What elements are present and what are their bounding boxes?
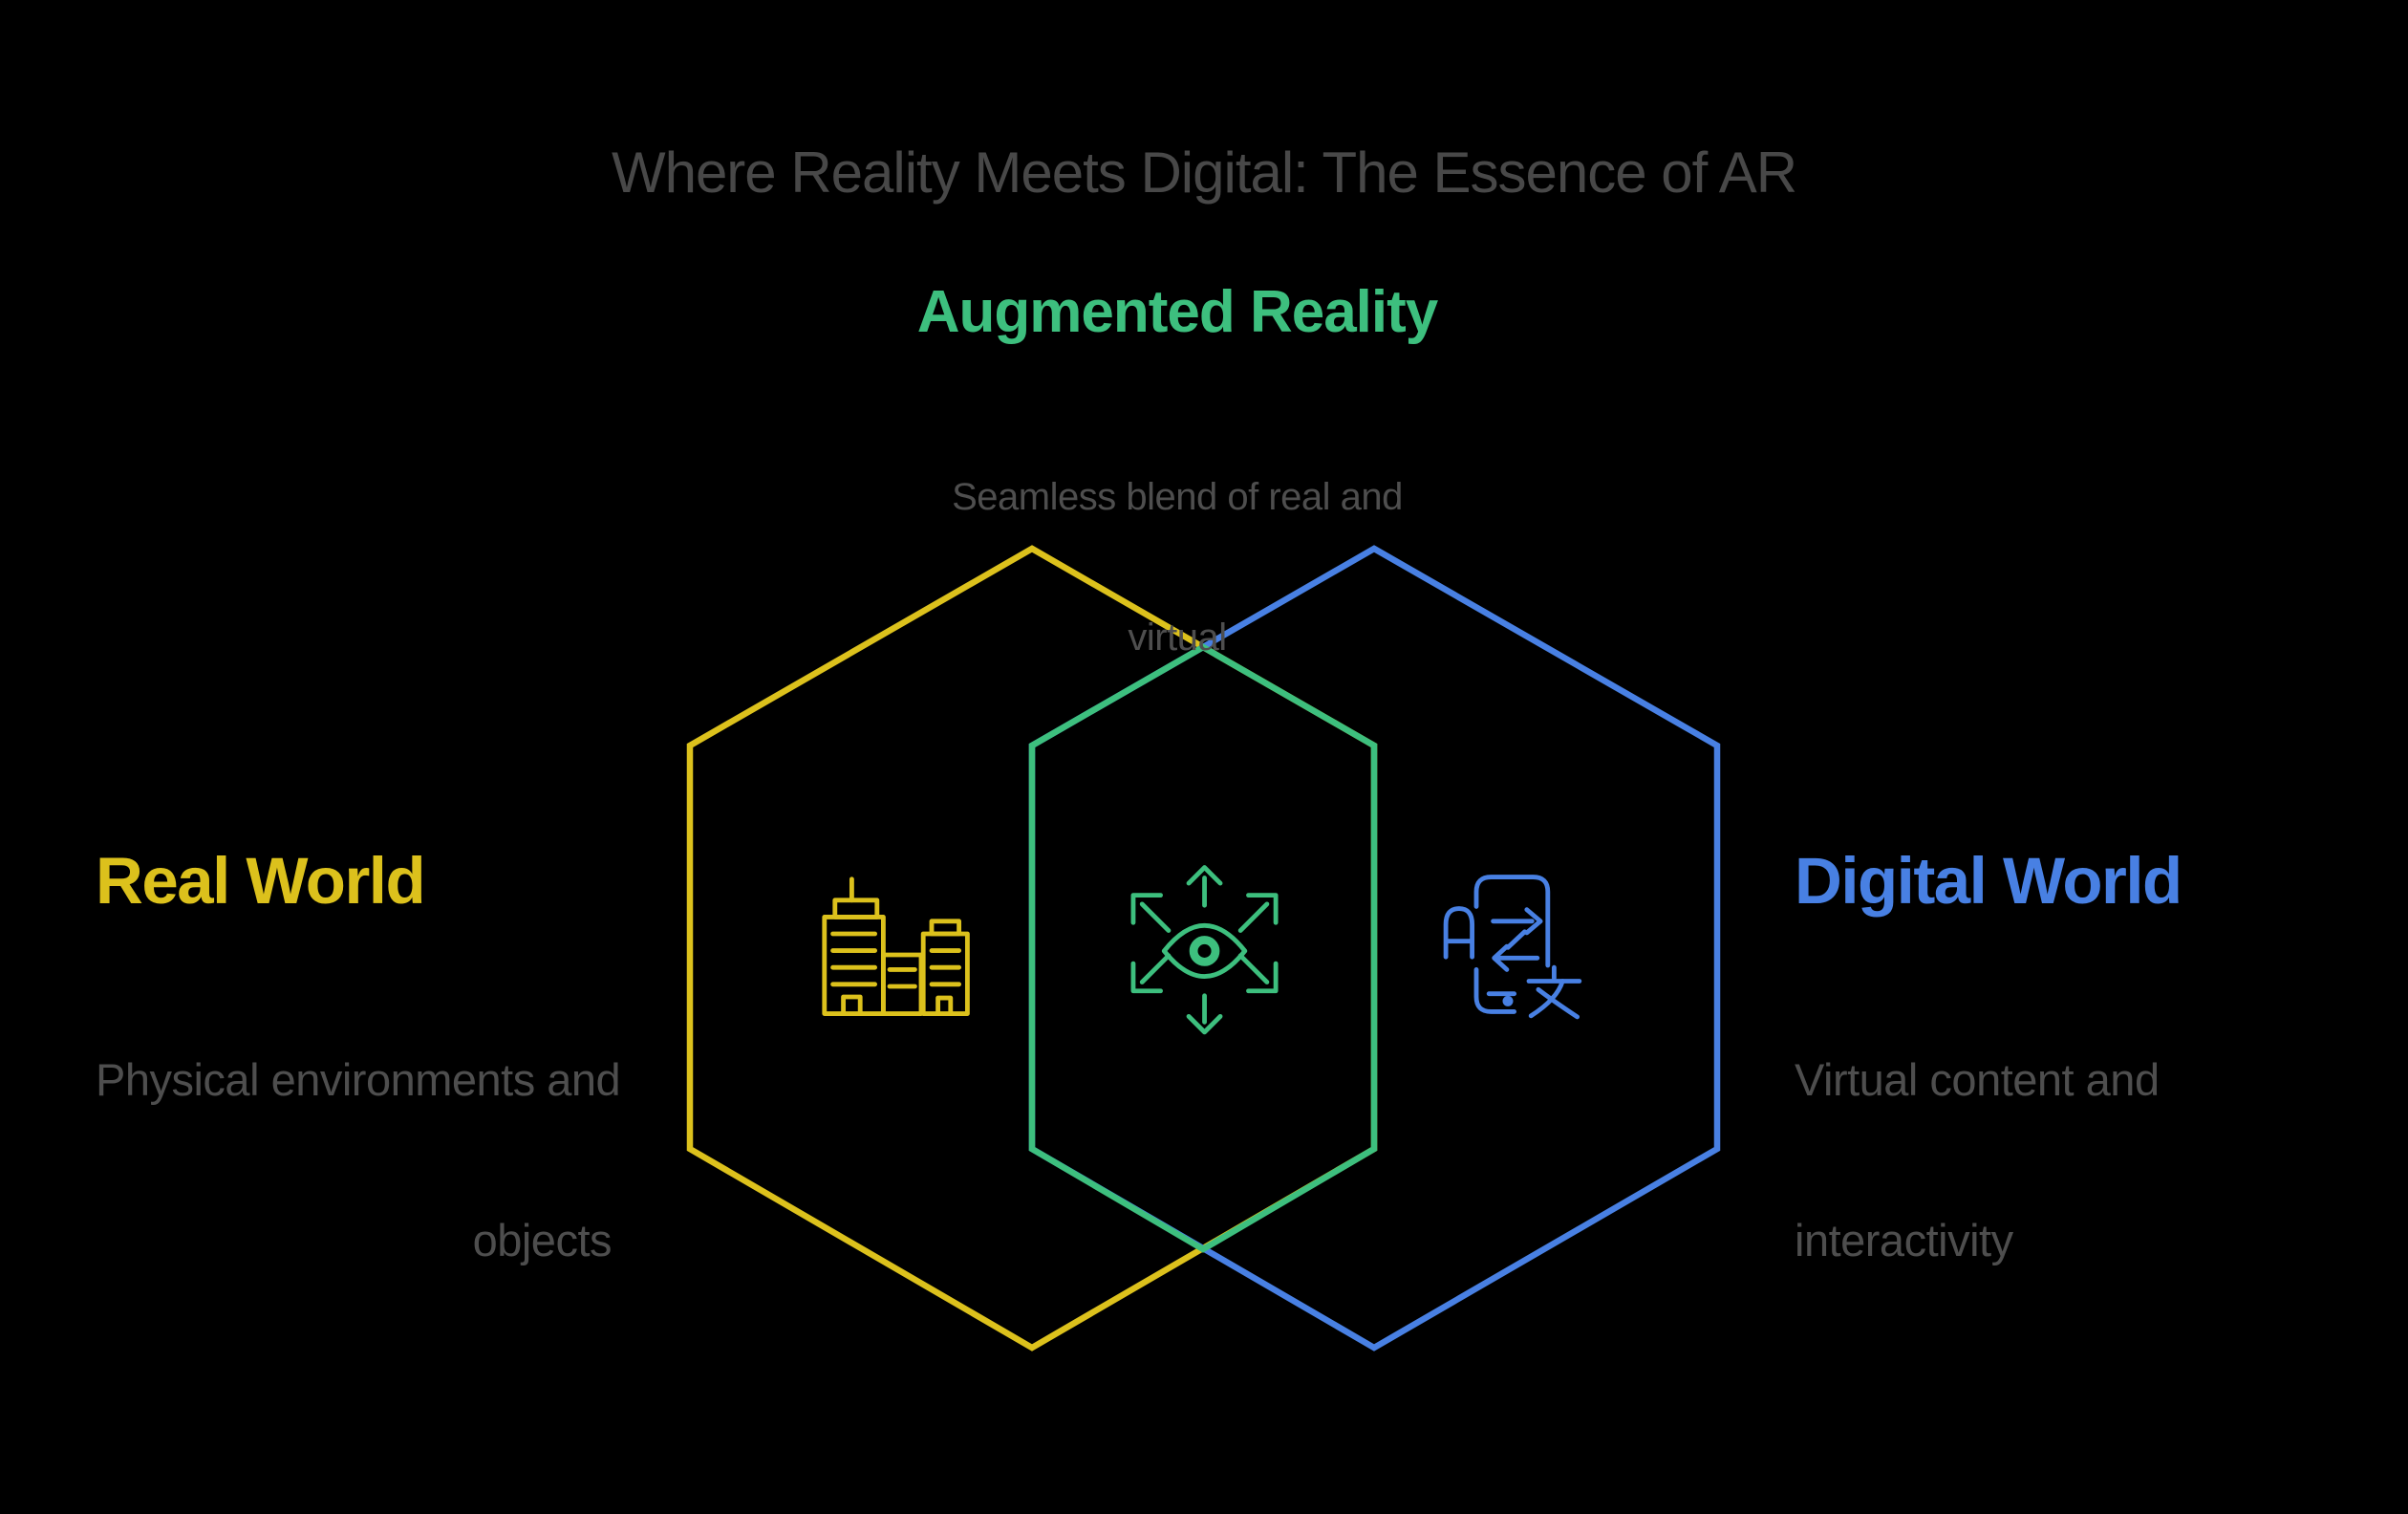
- language-translate-icon: [1443, 875, 1582, 1020]
- augmented-reality-label: Augmented Reality: [916, 279, 1439, 345]
- page-title: Where Reality Meets Digital: The Essence…: [611, 141, 1797, 205]
- augmented-reality-hexagon: [1028, 643, 1378, 1253]
- real-world-label: Real World: [96, 844, 426, 918]
- digital-world-text-block: Digital World Virtual content and intera…: [1795, 0, 2368, 1514]
- augmented-reality-description: Seamless blend of real and virtual: [795, 380, 1559, 755]
- description-line: Virtual content and: [1795, 1054, 2160, 1105]
- city-buildings-icon: [822, 876, 970, 1017]
- real-world-description: Physical environments and objects: [96, 946, 621, 1374]
- ar-view-eye-icon: [1130, 865, 1279, 1035]
- description-line: Seamless blend of real and: [952, 476, 1403, 518]
- description-line: Physical environments and: [96, 1054, 621, 1105]
- description-line: interactivity: [1795, 1215, 2013, 1265]
- digital-world-description: Virtual content and interactivity: [1795, 946, 2368, 1374]
- description-line: objects: [472, 1215, 613, 1265]
- real-world-text-block: Real World Physical environments and obj…: [96, 0, 621, 1514]
- digital-world-label: Digital World: [1795, 844, 2182, 918]
- description-line: virtual: [1128, 616, 1227, 659]
